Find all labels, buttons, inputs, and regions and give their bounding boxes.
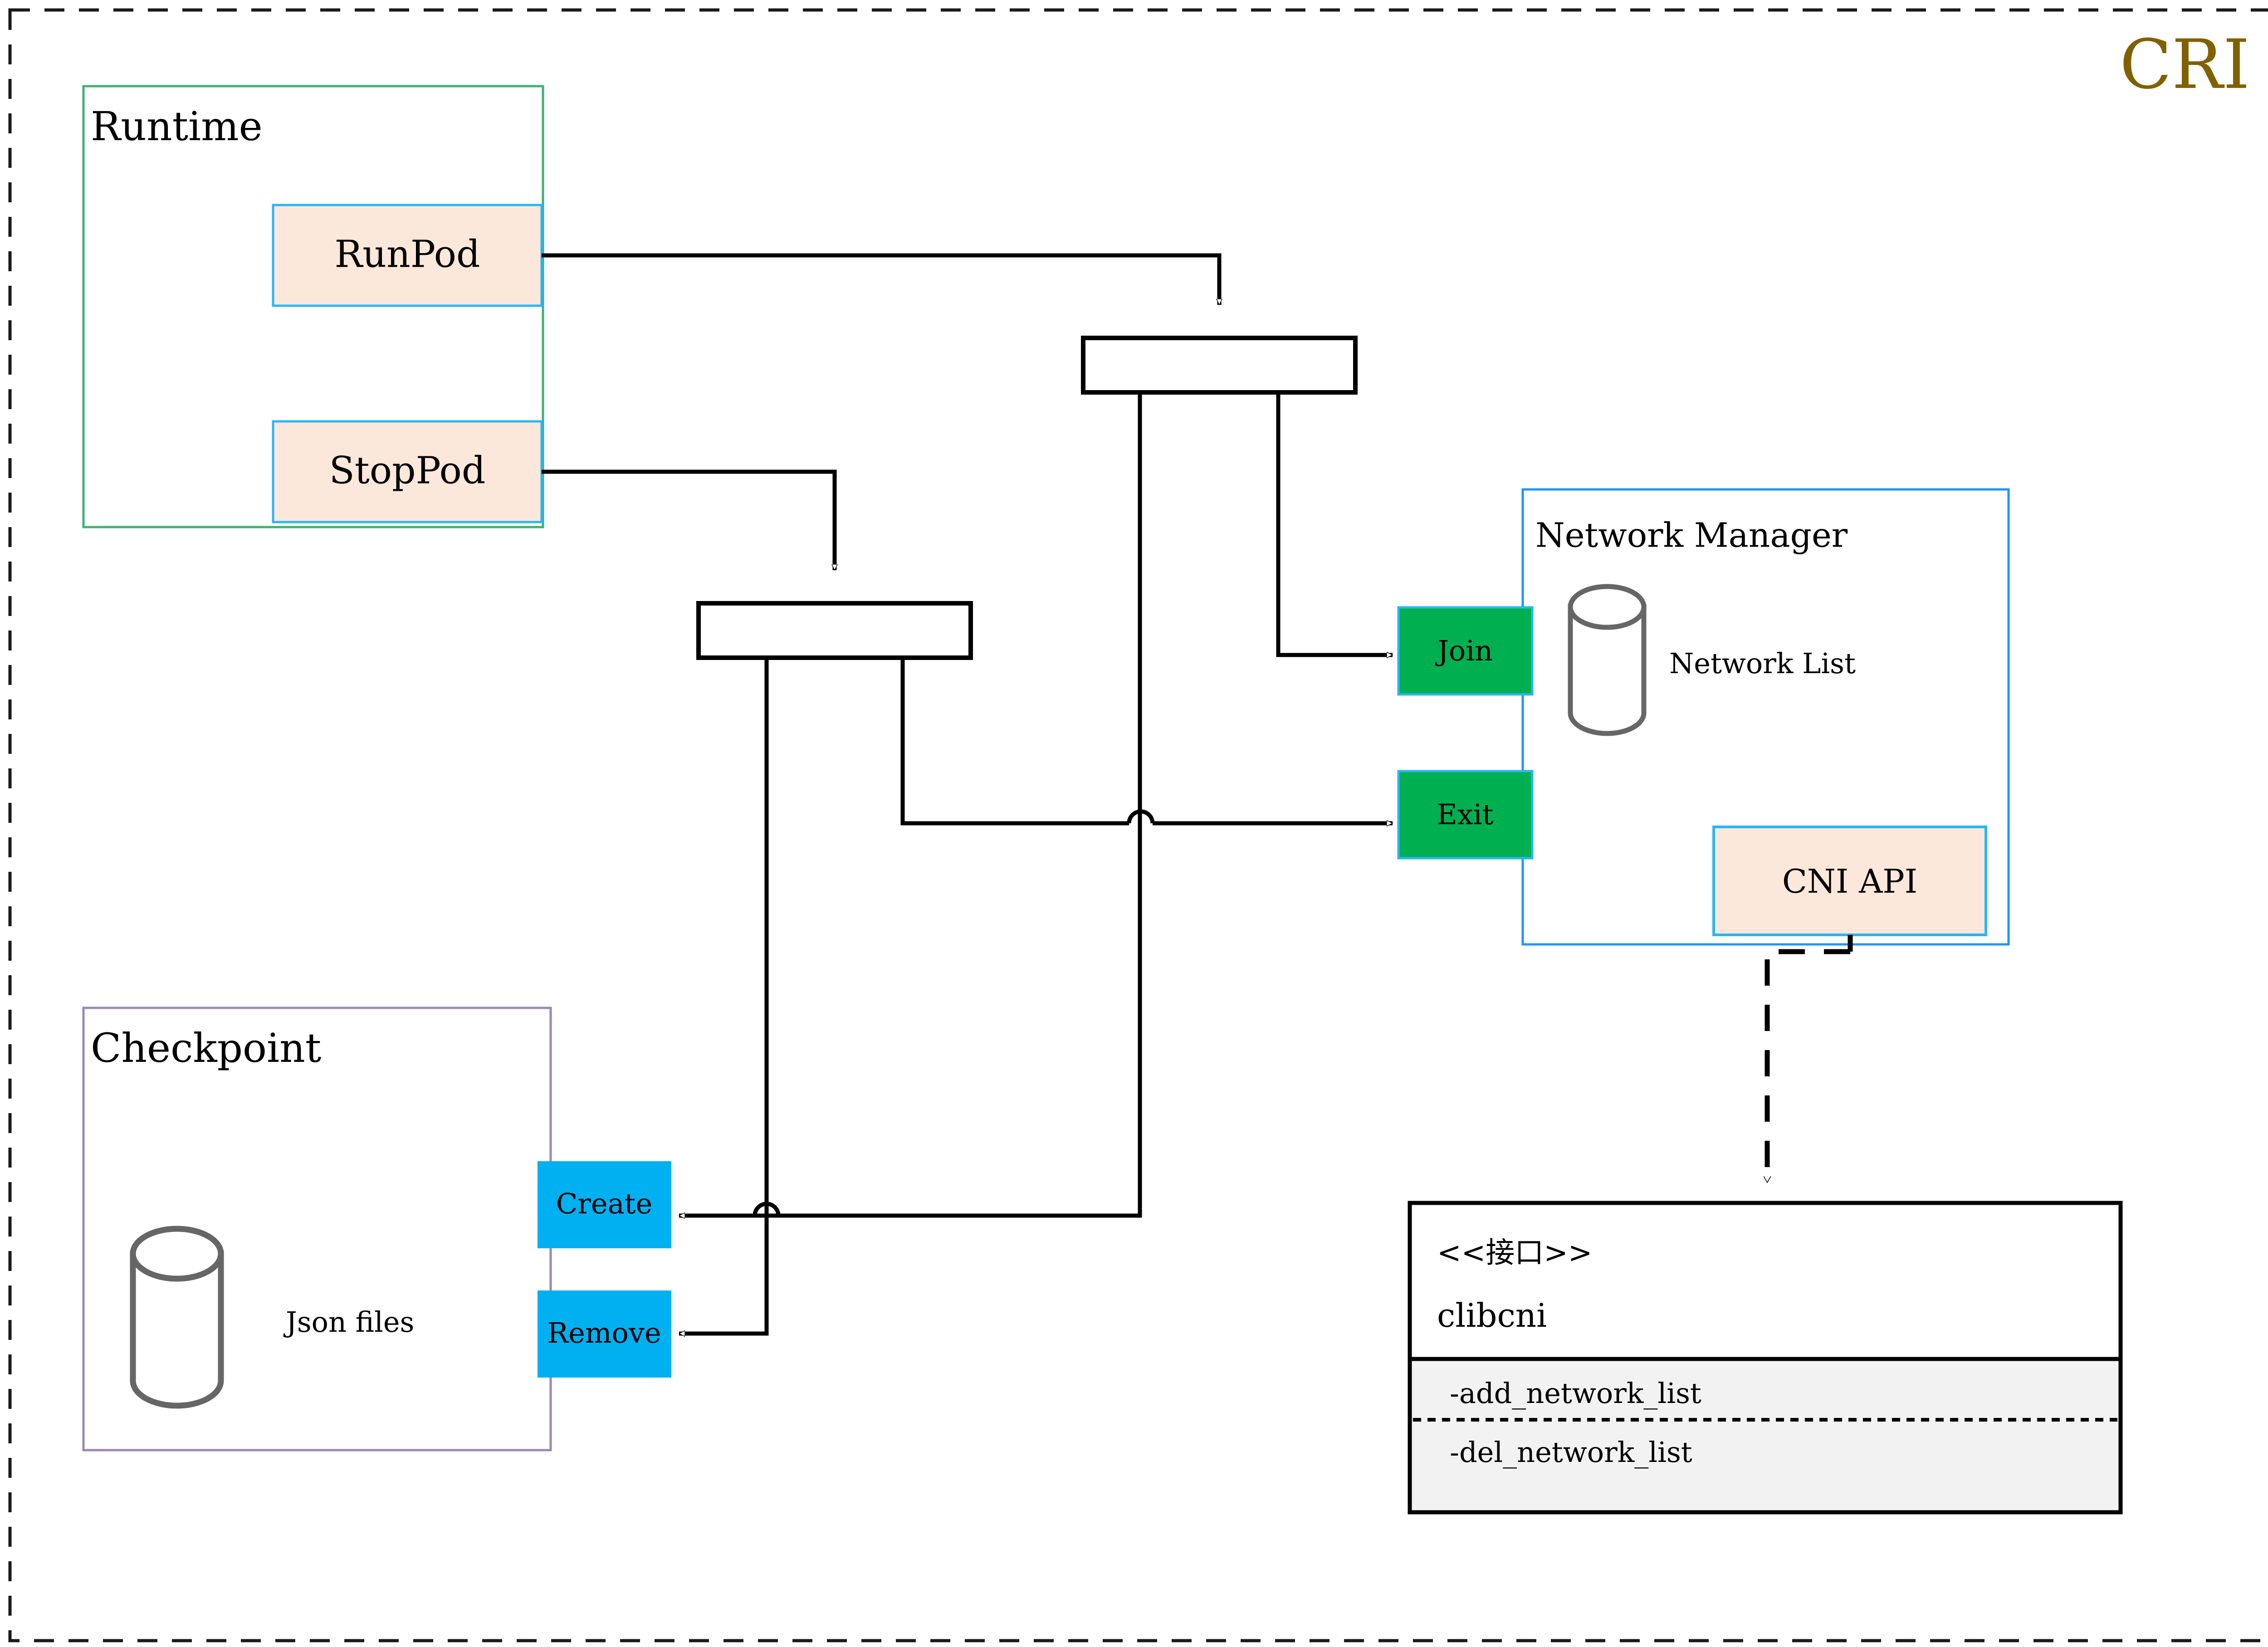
connector-junction-to-join bbox=[1276, 392, 1393, 655]
connector-runpod-to-junction bbox=[542, 253, 1219, 305]
operation-join[interactable] bbox=[1397, 606, 1534, 696]
interface-stereotype: <<接口>> bbox=[1437, 1236, 1593, 1270]
realization-dashed-path bbox=[1767, 949, 1850, 1183]
connector-junction-to-create bbox=[708, 392, 1142, 1218]
interface-method-del-network-list: -del_network_list bbox=[1450, 1436, 1692, 1469]
junction-runpod-fanout bbox=[1081, 336, 1358, 395]
junction-stoppod-fanout bbox=[696, 601, 973, 660]
operation-remove-label: Remove bbox=[547, 1316, 661, 1349]
interface-method-add-network-list: -add_network_list bbox=[1450, 1377, 1701, 1410]
network-list-cylinder-icon bbox=[1568, 584, 1647, 736]
operation-cni-api[interactable] bbox=[1712, 826, 1987, 936]
connector-junction-to-exit bbox=[900, 658, 1129, 826]
connector-stoppod-to-junction bbox=[542, 469, 835, 570]
operation-create[interactable] bbox=[538, 1161, 671, 1248]
json-files-cylinder-icon bbox=[130, 1226, 224, 1409]
interface-clibcni-outline bbox=[1408, 1201, 2123, 1515]
operation-exit-label: Exit bbox=[1437, 798, 1494, 831]
operation-runpod-label: RunPod bbox=[334, 233, 480, 276]
canvas-dashed-border bbox=[8, 8, 2268, 1642]
operation-runpod[interactable] bbox=[272, 204, 543, 307]
operation-join-label: Join bbox=[1435, 634, 1493, 667]
operation-cni-api-label: CNI API bbox=[1782, 862, 1917, 900]
container-runtime-label: Runtime bbox=[91, 103, 263, 150]
connector-junction-to-exit-hop bbox=[1127, 809, 1155, 824]
container-network-manager-label: Network Manager bbox=[1535, 516, 1848, 555]
operation-create-label: Create bbox=[556, 1187, 652, 1220]
realization-cni-api-to-clibcni bbox=[1767, 935, 1853, 1183]
operation-stoppod-label: StopPod bbox=[329, 450, 486, 493]
operation-stoppod[interactable] bbox=[272, 420, 543, 523]
interface-clibcni-methods-compartment bbox=[1412, 1359, 2119, 1510]
json-files-label: Json files bbox=[283, 1305, 414, 1339]
interface-name: clibcni bbox=[1437, 1296, 1547, 1334]
connector-lines bbox=[542, 253, 1393, 1334]
connector-junction-to-remove bbox=[679, 658, 769, 1334]
container-checkpoint-label: Checkpoint bbox=[91, 1025, 321, 1071]
operation-exit[interactable] bbox=[1397, 770, 1534, 860]
page-title: CRI bbox=[2120, 25, 2250, 104]
operation-remove[interactable] bbox=[538, 1290, 671, 1378]
network-list-label: Network List bbox=[1669, 647, 1856, 680]
connector-create-hop bbox=[753, 1202, 781, 1216]
